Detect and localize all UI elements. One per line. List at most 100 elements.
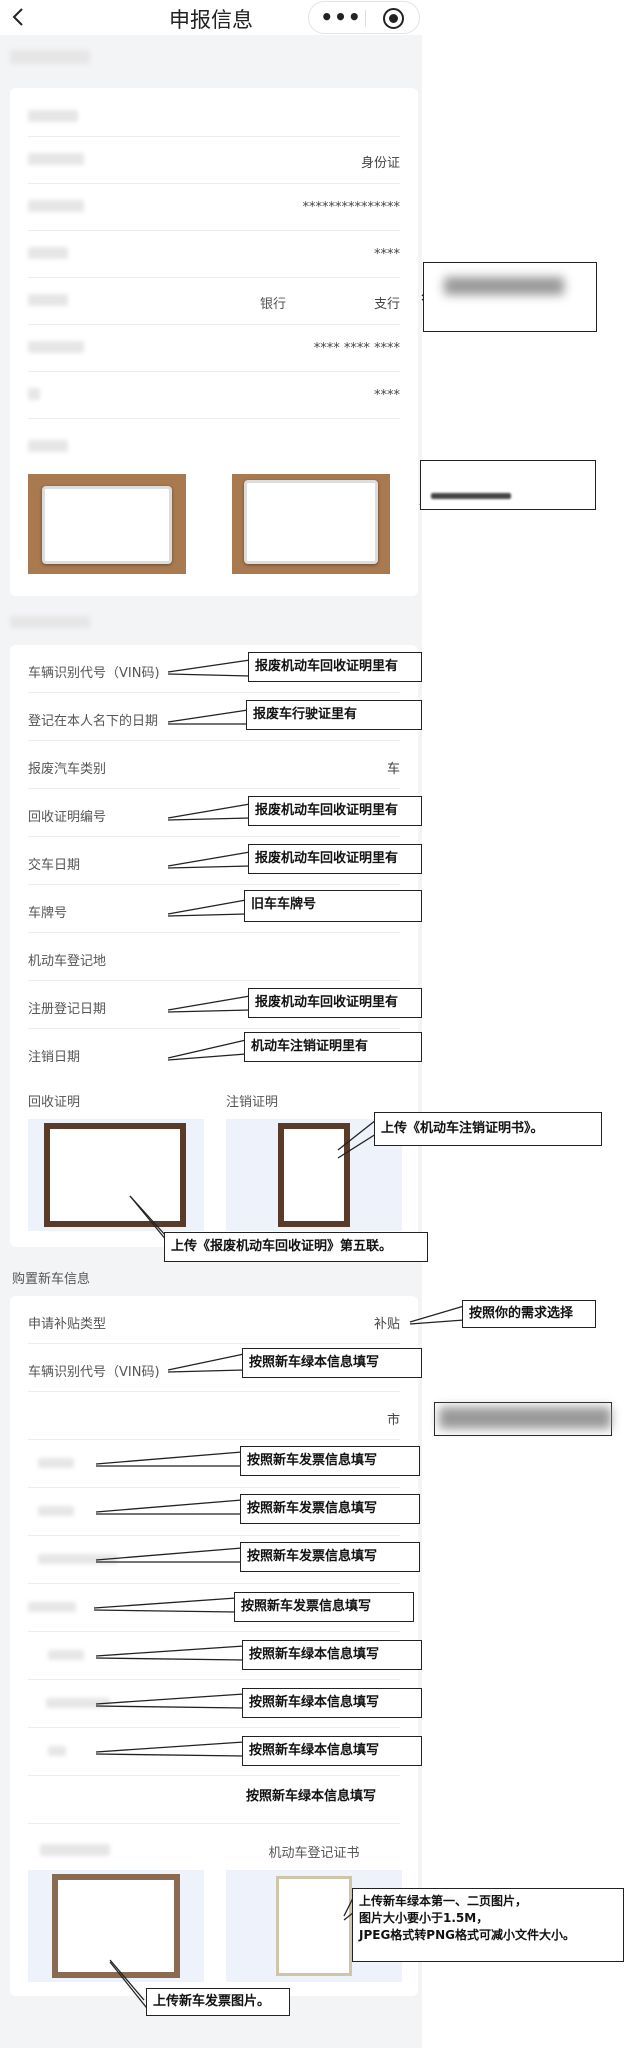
name-row[interactable]: **** xyxy=(28,231,400,278)
invoice-field-row-2[interactable] xyxy=(28,1488,400,1536)
new-car-section-title: 购置新车信息 xyxy=(12,1272,91,1287)
page-title: 申报信息 xyxy=(169,8,253,32)
id-type-row[interactable]: 身份证 xyxy=(28,137,400,184)
blurred-label xyxy=(28,153,84,165)
callout-invoice-2: 按照新车发票信息填写 xyxy=(240,1494,420,1524)
blurred-header xyxy=(28,110,78,122)
id-number-row[interactable]: *************** xyxy=(28,184,400,231)
callout-subsidy-choice: 按照你的需求选择 xyxy=(462,1300,596,1328)
scrap-category-value: 车 xyxy=(386,762,400,777)
more-dots-icon[interactable]: ••• xyxy=(320,5,362,29)
blurred-label xyxy=(38,1554,118,1564)
callout-upload-cancel: 上传《机动车注销证明书》。 xyxy=(374,1112,602,1146)
callout-green-3: 按照新车绿本信息填写 xyxy=(242,1736,422,1766)
callout-new-vin: 按照新车绿本信息填写 xyxy=(242,1348,422,1378)
register-place-label: 机动车登记地 xyxy=(28,954,107,969)
callout-recycle-no: 报废机动车回收证明里有 xyxy=(248,796,422,826)
phone-row[interactable]: **** xyxy=(28,372,400,419)
subsidy-type-value: 补贴 xyxy=(373,1317,400,1332)
bank-row[interactable]: 银行 支行 xyxy=(28,278,400,325)
capsule-divider xyxy=(365,10,366,27)
registration-cert-image xyxy=(276,1876,352,1976)
recycle-cert-photo[interactable] xyxy=(28,1119,204,1231)
account-value: **** **** **** xyxy=(313,341,400,356)
blurred-photo-label xyxy=(28,440,68,452)
registration-cert-label: 机动车登记证书 xyxy=(268,1846,360,1861)
cancel-cert-image xyxy=(278,1123,350,1227)
invoice-field-row-4[interactable] xyxy=(28,1584,400,1632)
redacted-city-text xyxy=(439,1407,611,1429)
scrap-vehicle-card: 车辆识别代号（VIN码) 登记在本人名下的日期 报废汽车类别 车 回收证明编号 … xyxy=(10,645,418,1247)
register-own-date-label: 登记在本人名下的日期 xyxy=(28,714,159,729)
plate-label: 车牌号 xyxy=(28,906,68,921)
id-type-value: 身份证 xyxy=(360,156,400,171)
callout-register-date: 报废机动车回收证明里有 xyxy=(248,988,422,1018)
green-book-row-3[interactable] xyxy=(28,1728,400,1776)
city-value: 市 xyxy=(386,1413,400,1428)
blurred-section-title xyxy=(10,616,90,628)
cancel-cert-photo[interactable] xyxy=(226,1119,402,1231)
register-date-row[interactable]: 注册登记日期 xyxy=(28,981,400,1029)
callout-invoice-3: 按照新车发票信息填写 xyxy=(240,1542,420,1572)
callout-upload-invoice: 上传新车发票图片。 xyxy=(146,1988,290,2016)
scrap-vin-row[interactable]: 车辆识别代号（VIN码) xyxy=(28,645,400,693)
back-arrow-icon[interactable] xyxy=(8,6,30,28)
city-row[interactable]: 市 xyxy=(28,1392,400,1440)
divider xyxy=(28,136,400,137)
blurred-label xyxy=(28,294,68,306)
name-value: **** xyxy=(374,247,400,262)
redacted-photo-callout xyxy=(420,460,596,510)
recycle-no-row[interactable]: 回收证明编号 xyxy=(28,789,400,837)
scrap-category-row[interactable]: 报废汽车类别 车 xyxy=(28,741,400,789)
green-book-row-2[interactable] xyxy=(28,1680,400,1728)
subsidy-type-label: 申请补贴类型 xyxy=(28,1317,107,1332)
redacted-branch-callout xyxy=(423,262,597,332)
callout-green-4: 按照新车绿本信息填写 xyxy=(246,1789,377,1804)
owner-info-card: 身份证 *************** **** 银行 支行 **** ****… xyxy=(10,88,418,596)
handover-date-label: 交车日期 xyxy=(28,858,81,873)
id-card-back-photo[interactable] xyxy=(232,474,390,574)
invoice-photo[interactable] xyxy=(28,1870,204,1982)
branch-value: 支行 xyxy=(373,297,400,312)
invoice-field-row-3[interactable] xyxy=(28,1536,400,1584)
cancel-date-label: 注销日期 xyxy=(28,1050,81,1065)
close-target-icon[interactable] xyxy=(383,8,404,29)
id-card-back-image xyxy=(244,480,378,564)
callout-upload-green: 上传新车绿本第一、二页图片， 图片大小要小于1.5M， JPEG格式转PNG格式… xyxy=(352,1888,624,1962)
subsidy-type-row[interactable]: 申请补贴类型 补贴 xyxy=(28,1296,400,1344)
blurred-label xyxy=(46,1698,110,1708)
green-book-row-1[interactable] xyxy=(28,1632,400,1680)
blurred-label xyxy=(28,247,68,259)
register-own-date-row[interactable]: 登记在本人名下的日期 xyxy=(28,693,400,741)
scrap-vin-label: 车辆识别代号（VIN码) xyxy=(28,666,160,681)
callout-scrap-vin: 报废机动车回收证明里有 xyxy=(248,652,422,682)
account-row[interactable]: **** **** **** xyxy=(28,325,400,372)
callout-invoice-1: 按照新车发票信息填写 xyxy=(240,1446,420,1476)
cancel-cert-label: 注销证明 xyxy=(226,1095,279,1110)
blurred-label xyxy=(28,341,84,353)
callout-green-2: 按照新车绿本信息填写 xyxy=(242,1688,422,1718)
blurred-label xyxy=(48,1650,84,1660)
new-vin-label: 车辆识别代号（VIN码) xyxy=(28,1365,160,1380)
green-book-row-4[interactable] xyxy=(28,1776,400,1824)
invoice-field-row-1[interactable] xyxy=(28,1440,400,1488)
blurred-section-title xyxy=(10,50,90,64)
callout-green-1: 按照新车绿本信息填写 xyxy=(242,1640,422,1670)
id-card-front-photo[interactable] xyxy=(28,474,186,574)
callout-invoice-4: 按照新车发票信息填写 xyxy=(234,1592,414,1622)
recycle-cert-image xyxy=(44,1123,186,1227)
cancel-date-row[interactable]: 注销日期 xyxy=(28,1029,400,1077)
invoice-image xyxy=(52,1874,180,1978)
plate-row[interactable]: 车牌号 xyxy=(28,885,400,933)
recycle-cert-label: 回收证明 xyxy=(28,1095,81,1110)
id-card-front-image xyxy=(42,486,172,564)
callout-reg-date: 报废车行驶证里有 xyxy=(246,700,422,730)
blurred-invoice-photo-label xyxy=(40,1844,110,1856)
phone-value: **** xyxy=(374,388,400,403)
register-place-row[interactable]: 机动车登记地 xyxy=(28,933,400,981)
handover-date-row[interactable]: 交车日期 xyxy=(28,837,400,885)
new-vin-row[interactable]: 车辆识别代号（VIN码) xyxy=(28,1344,400,1392)
callout-plate: 旧车车牌号 xyxy=(244,890,422,922)
callout-handover-date: 报废机动车回收证明里有 xyxy=(248,844,422,874)
bank-value: 银行 xyxy=(260,297,287,312)
